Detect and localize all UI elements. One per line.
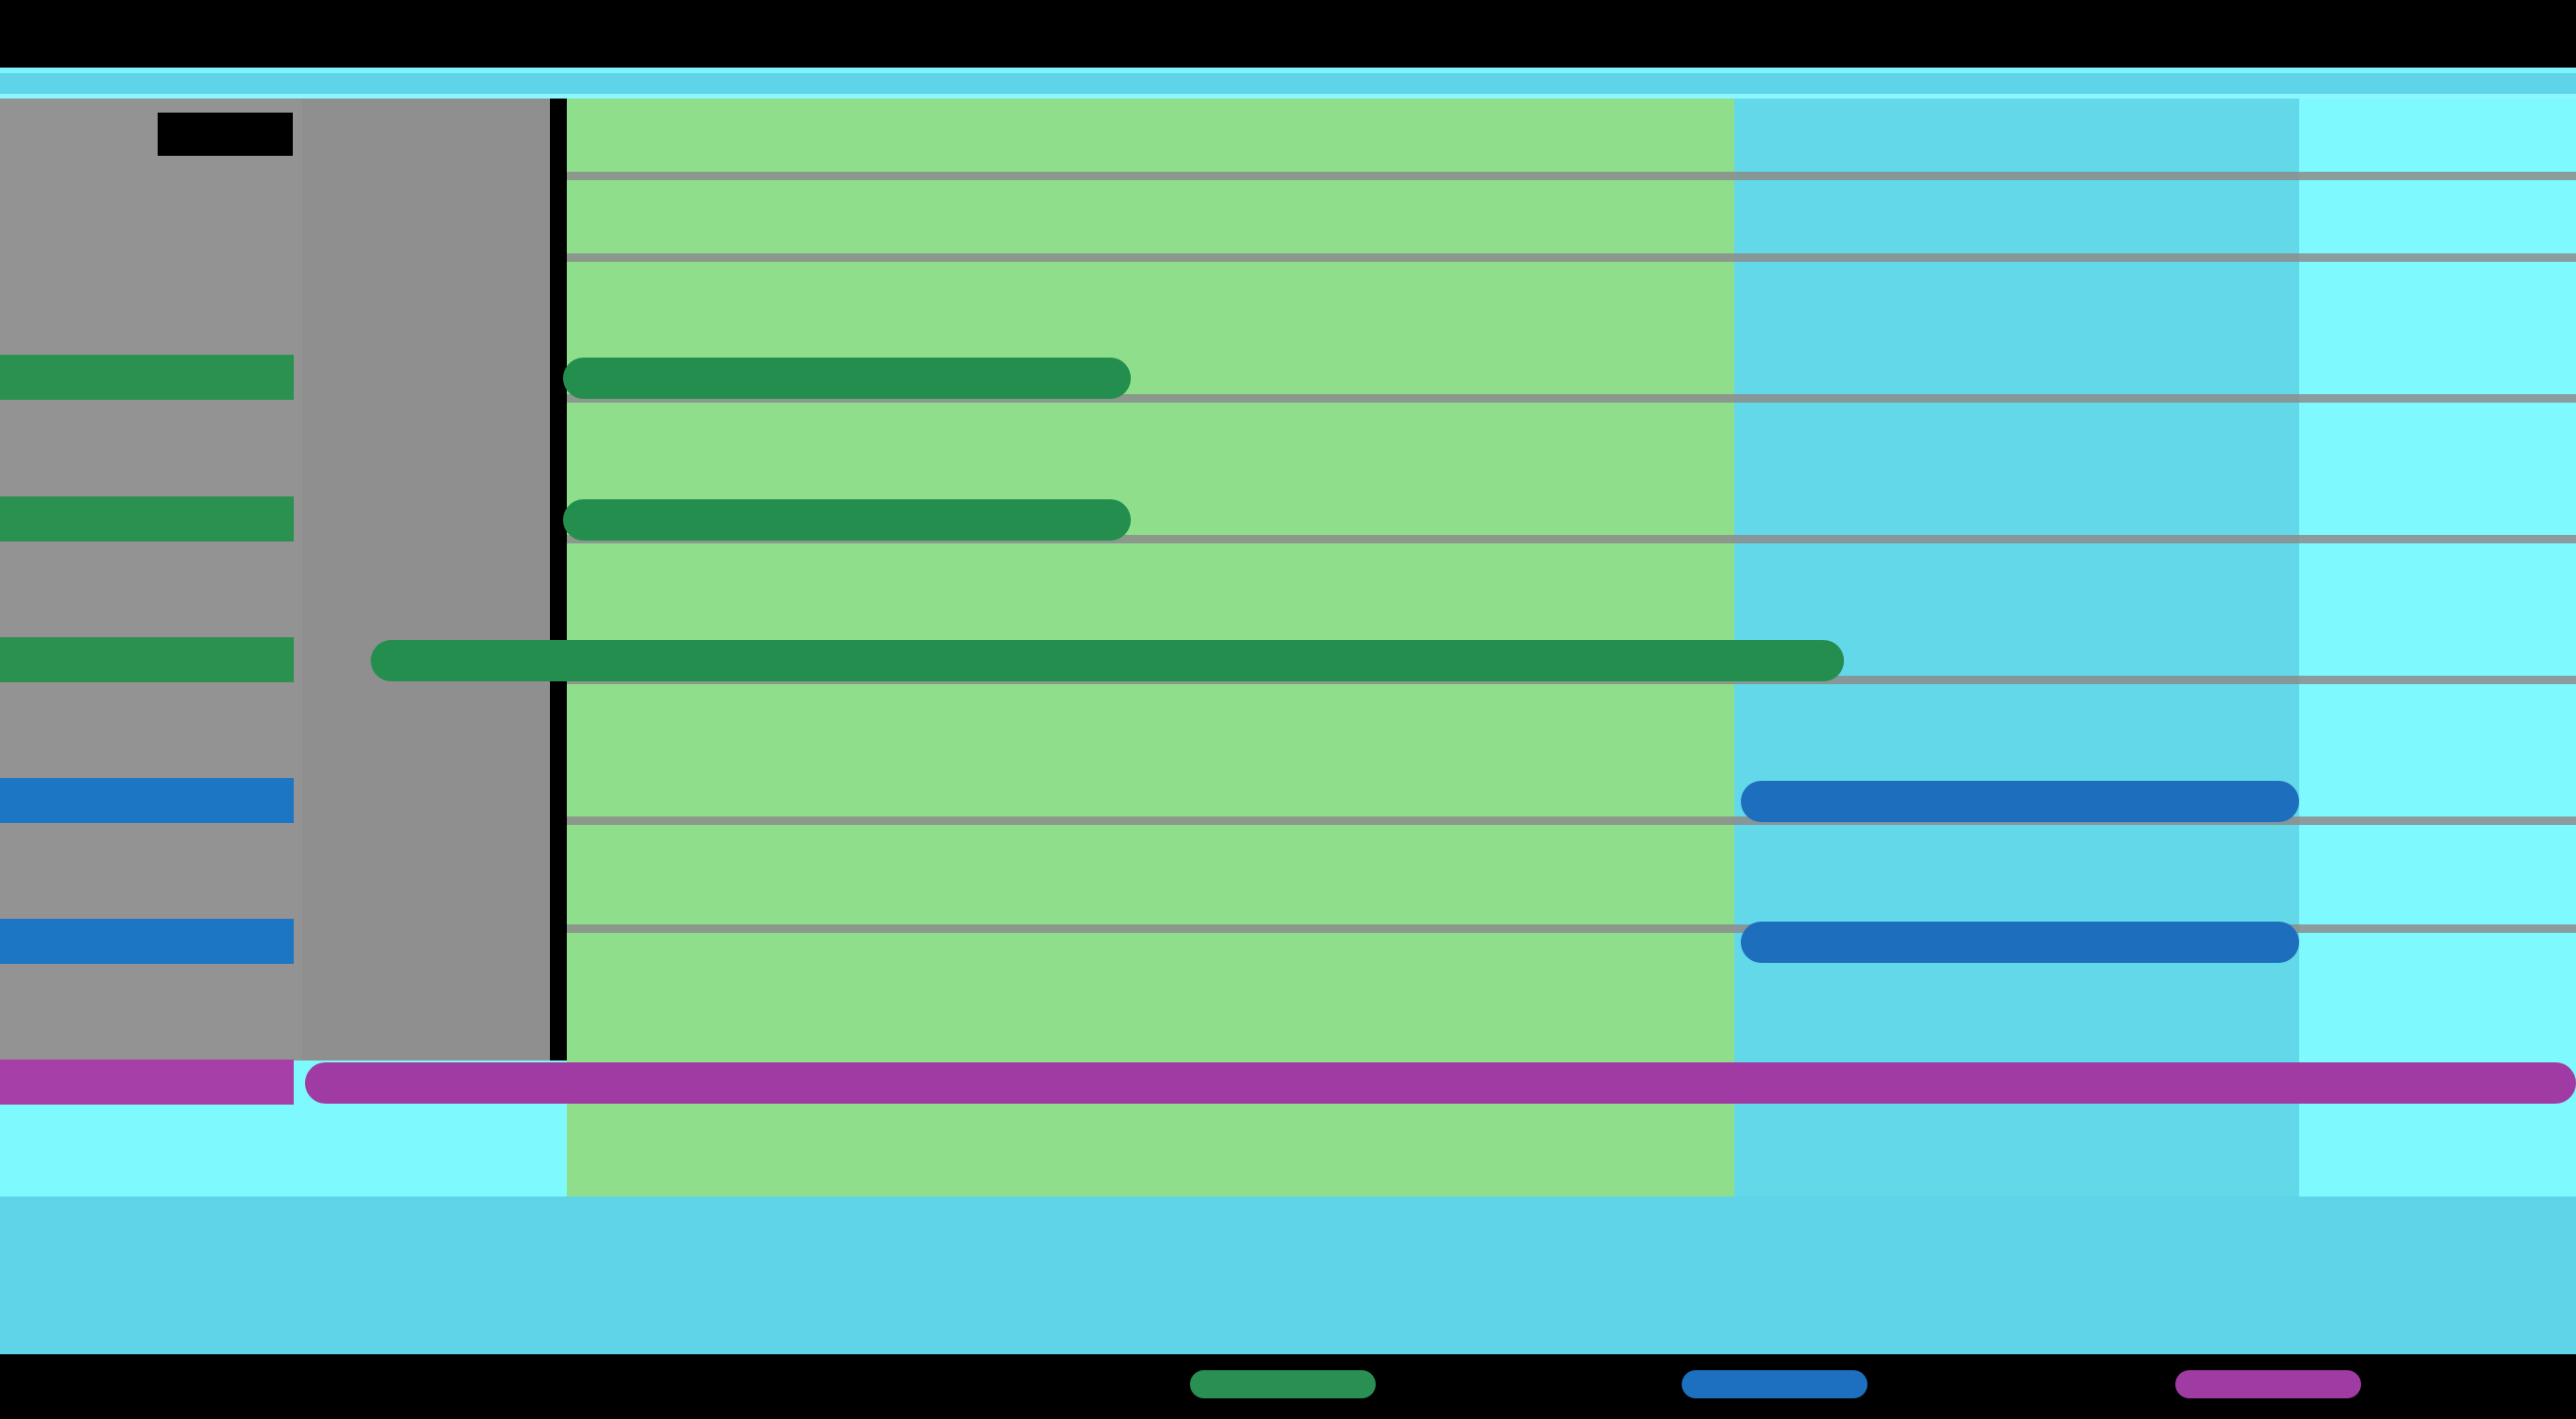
top-accent-strip-pale <box>0 94 2576 99</box>
legend-swatch-dataset-c <box>2175 1370 2361 1398</box>
gridline-row-0-b <box>1120 172 2576 180</box>
gridline-row-3-b <box>1120 535 2576 543</box>
task-bar-dataset-b1[interactable] <box>1741 781 2299 822</box>
gridline-row-6-a <box>567 924 1120 933</box>
y-axis-label-dataset-a1 <box>0 355 294 400</box>
y-axis-gutter-inner <box>302 99 550 1060</box>
task-bar-dataset-c1[interactable] <box>305 1062 2576 1104</box>
y-axis-label-dataset-c1 <box>0 1060 294 1105</box>
gridline-row-0-a <box>567 172 1120 180</box>
gridline-row-4-b <box>1120 676 2576 684</box>
y-axis-label-dataset-a2 <box>0 496 294 542</box>
gridline-row-2-b <box>1120 394 2576 403</box>
y-axis-label-dataset-b1 <box>0 778 294 823</box>
y-axis-label-dataset-b2 <box>0 919 294 964</box>
legend <box>0 1354 2576 1419</box>
task-bar-dataset-a1[interactable] <box>563 358 1131 399</box>
top-accent-strip-main <box>0 73 2576 94</box>
gridline-row-5-a <box>567 816 1120 825</box>
session-band-3 <box>2299 99 2576 1197</box>
legend-swatch-dataset-b <box>1682 1370 1867 1398</box>
legend-swatch-dataset-a <box>1190 1370 1376 1398</box>
task-bar-dataset-a2[interactable] <box>563 499 1131 541</box>
gridline-row-1-b <box>1120 253 2576 262</box>
task-bar-dataset-b2[interactable] <box>1741 922 2299 963</box>
plot-area: Session 1 Session 2 <box>0 99 2576 1244</box>
bottom-accent-band <box>0 1197 2576 1354</box>
y-axis-label-dataset-a3 <box>0 637 294 682</box>
task-bar-dataset-a3[interactable] <box>371 640 1844 681</box>
chart-title <box>158 113 293 156</box>
gridline-row-1-a <box>567 253 1120 262</box>
top-accent-strip-light <box>0 68 2576 73</box>
